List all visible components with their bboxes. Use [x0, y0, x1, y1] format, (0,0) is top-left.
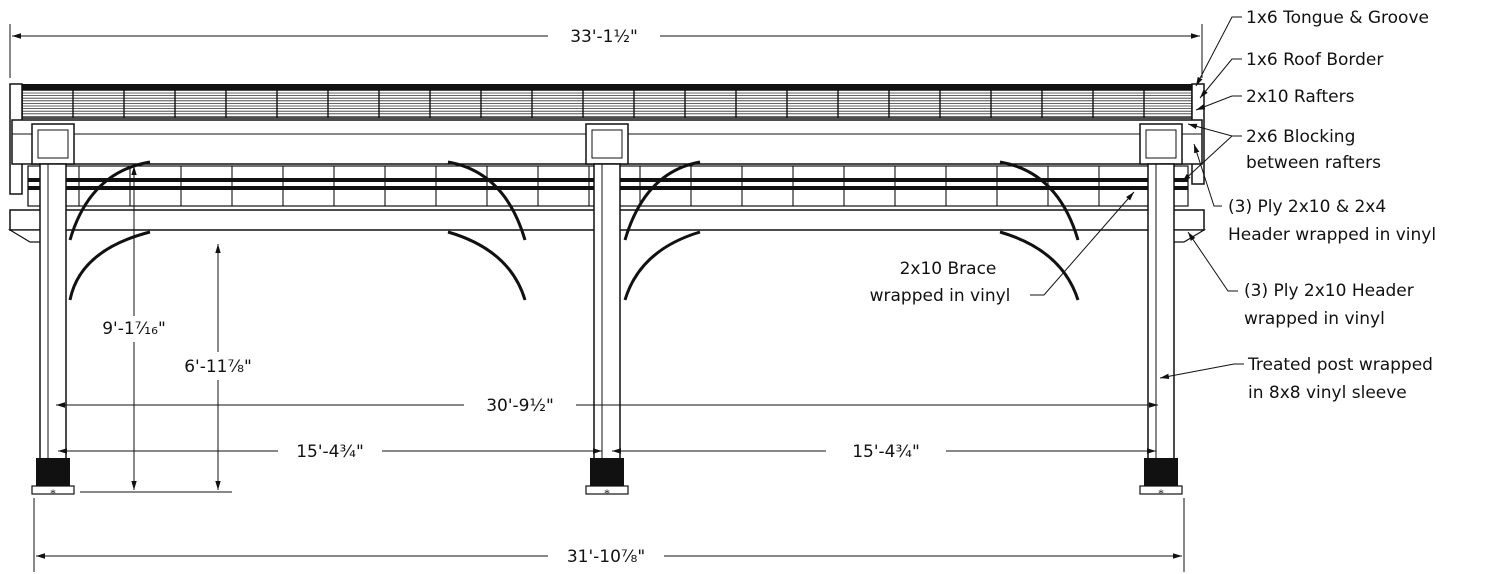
post-right: * [1139, 123, 1183, 500]
dim-post-span-total: 30'-9½" [56, 392, 1158, 418]
callout-blocking: 2x6 Blocking between rafters [1181, 123, 1381, 183]
label-blocking-2: between rafters [1246, 153, 1381, 173]
roof-rafters [21, 89, 1193, 119]
callout-header-3ply: (3) Ply 2x10 & 2x4 Header wrapped in vin… [1193, 143, 1436, 245]
svg-text:*: * [50, 486, 56, 500]
dim-text-post-span-right: 15'-4¾" [852, 442, 920, 462]
dim-overall-base: 31'-10⅞" [33, 498, 1185, 572]
callout-rafters: 2x10 Rafters [1195, 87, 1355, 111]
label-tongue-groove: 1x6 Tongue & Groove [1246, 8, 1429, 28]
callout-post: Treated post wrapped in 8x8 vinyl sleeve [1159, 355, 1433, 403]
dim-text-post-span-left: 15'-4¾" [296, 442, 364, 462]
label-header3-2: Header wrapped in vinyl [1228, 225, 1436, 245]
label-header3-1: (3) Ply 2x10 & 2x4 [1228, 197, 1386, 217]
dim-height-to-header: 9'-1⁷⁄₁₆" [80, 166, 232, 493]
dim-text-overall-roof: 33'-1½" [570, 27, 638, 47]
post-left: * [31, 123, 75, 500]
post-center: * [585, 123, 629, 500]
callout-brace: 2x10 Brace wrapped in vinyl [870, 191, 1135, 306]
dim-text-overall-base: 31'-10⅞" [567, 547, 645, 567]
dim-overall-roof: 33'-1½" [9, 22, 1203, 78]
label-post-1: Treated post wrapped [1247, 355, 1433, 375]
callout-header-ply: (3) Ply 2x10 Header wrapped in vinyl [1187, 231, 1414, 329]
dim-post-span-left: 15'-4¾" [58, 438, 602, 464]
rafter-dividers [21, 90, 1145, 118]
lower-band-dividers [27, 166, 1151, 206]
label-blocking-1: 2x6 Blocking [1246, 127, 1355, 147]
dim-text-post-span-total: 30'-9½" [486, 396, 554, 416]
roof-tongue-groove [10, 84, 1202, 90]
label-roof-border: 1x6 Roof Border [1246, 50, 1383, 70]
callout-tongue-groove: 1x6 Tongue & Groove [1195, 8, 1429, 87]
callout-roof-border: 1x6 Roof Border [1199, 50, 1383, 99]
label-header-ply-1: (3) Ply 2x10 Header [1244, 281, 1414, 301]
label-post-2: in 8x8 vinyl sleeve [1248, 383, 1407, 403]
rafter-slat-lines [22, 92, 1192, 117]
arched-braces [68, 160, 1080, 301]
label-brace-1: 2x10 Brace [900, 259, 997, 279]
label-rafters: 2x10 Rafters [1246, 87, 1355, 107]
dim-text-height-to-header: 9'-1⁷⁄₁₆" [102, 319, 166, 339]
dim-height-to-brace: 6'-11⅞" [166, 244, 272, 490]
label-header-ply-2: wrapped in vinyl [1244, 309, 1385, 329]
dim-text-height-to-brace: 6'-11⅞" [184, 357, 252, 377]
label-brace-2: wrapped in vinyl [870, 286, 1011, 306]
svg-text:*: * [1158, 486, 1164, 500]
dim-post-span-right: 15'-4¾" [612, 438, 1156, 464]
svg-text:*: * [604, 486, 610, 500]
